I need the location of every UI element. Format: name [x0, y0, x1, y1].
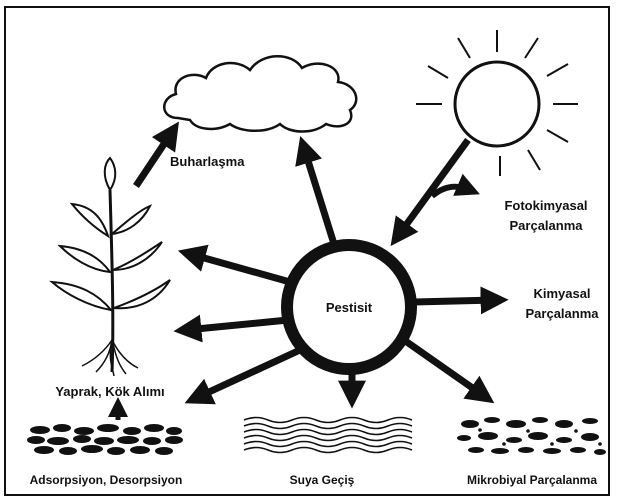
microbial-label: Mikrobiyal Parçalanma — [467, 473, 597, 487]
chemical-label-line1: Kimyasal — [533, 286, 590, 301]
cloud-icon — [164, 56, 356, 131]
uptake-label: Yaprak, Kök Alımı — [55, 384, 164, 399]
arrow-to-chemical — [414, 300, 496, 302]
pesticide-label: Pestisit — [326, 300, 373, 315]
photochemical-label-line2: Parçalanma — [510, 218, 584, 233]
evaporation-arrow — [136, 132, 172, 186]
chemical-label-line2: Parçalanma — [526, 306, 600, 321]
water-transfer-label: Suya Geçiş — [290, 473, 355, 487]
arrow-to-microbial — [404, 340, 484, 396]
arrow-to-cloud — [304, 148, 334, 244]
arrow-to-adsorption — [196, 350, 300, 398]
soil-icon — [27, 424, 183, 455]
microbe-icon — [457, 417, 606, 455]
plant-icon — [52, 158, 170, 376]
adsorption-label: Adsorpsiyon, Desorpsiyon — [30, 473, 183, 487]
water-icon — [244, 418, 412, 453]
arrow-to-plant-lower — [186, 320, 288, 330]
photochemical-arrow — [398, 140, 470, 236]
photochemical-label-line1: Fotokimyasal — [504, 198, 587, 213]
arrow-to-plant-upper — [190, 254, 290, 282]
sun-icon — [416, 30, 578, 176]
evaporation-label: Buharlaşma — [170, 154, 245, 169]
